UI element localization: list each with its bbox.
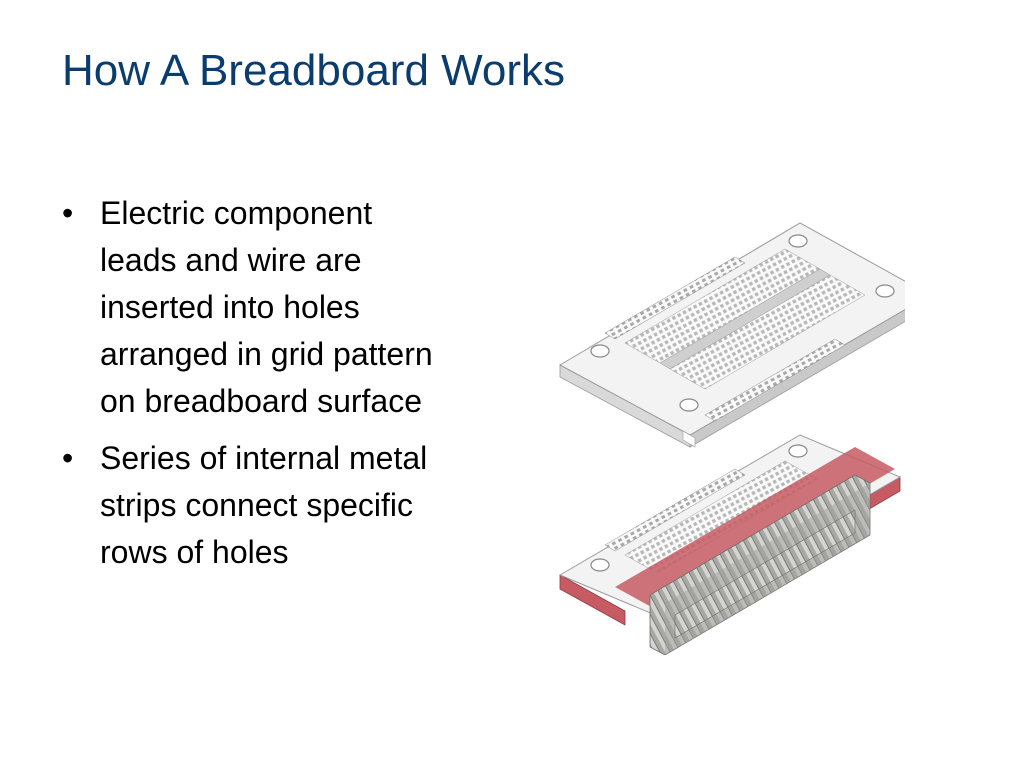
bullet-line: rows of holes [100, 534, 289, 570]
bullet-marker: • [62, 440, 74, 476]
bullet-item: • Series of internal metal strips connec… [62, 435, 532, 576]
breadboard-illustration [558, 222, 905, 655]
bullet-line: arranged in grid pattern [100, 336, 433, 372]
breadboard-cutaway-view [558, 434, 902, 655]
bullet-item: • Electric component leads and wire are … [62, 190, 532, 425]
bullet-line: Electric component [100, 195, 373, 231]
breadboard-top-view [558, 222, 905, 448]
bullet-line: inserted into holes [100, 289, 360, 325]
bullet-list: • Electric component leads and wire are … [62, 190, 532, 586]
slide-title: How A Breadboard Works [62, 46, 565, 95]
bullet-marker: • [62, 195, 74, 231]
bullet-line: strips connect specific [100, 487, 414, 523]
bullet-line: Series of internal metal [100, 440, 428, 476]
bullet-line: on breadboard surface [100, 383, 422, 419]
bullet-line: leads and wire are [100, 242, 362, 278]
